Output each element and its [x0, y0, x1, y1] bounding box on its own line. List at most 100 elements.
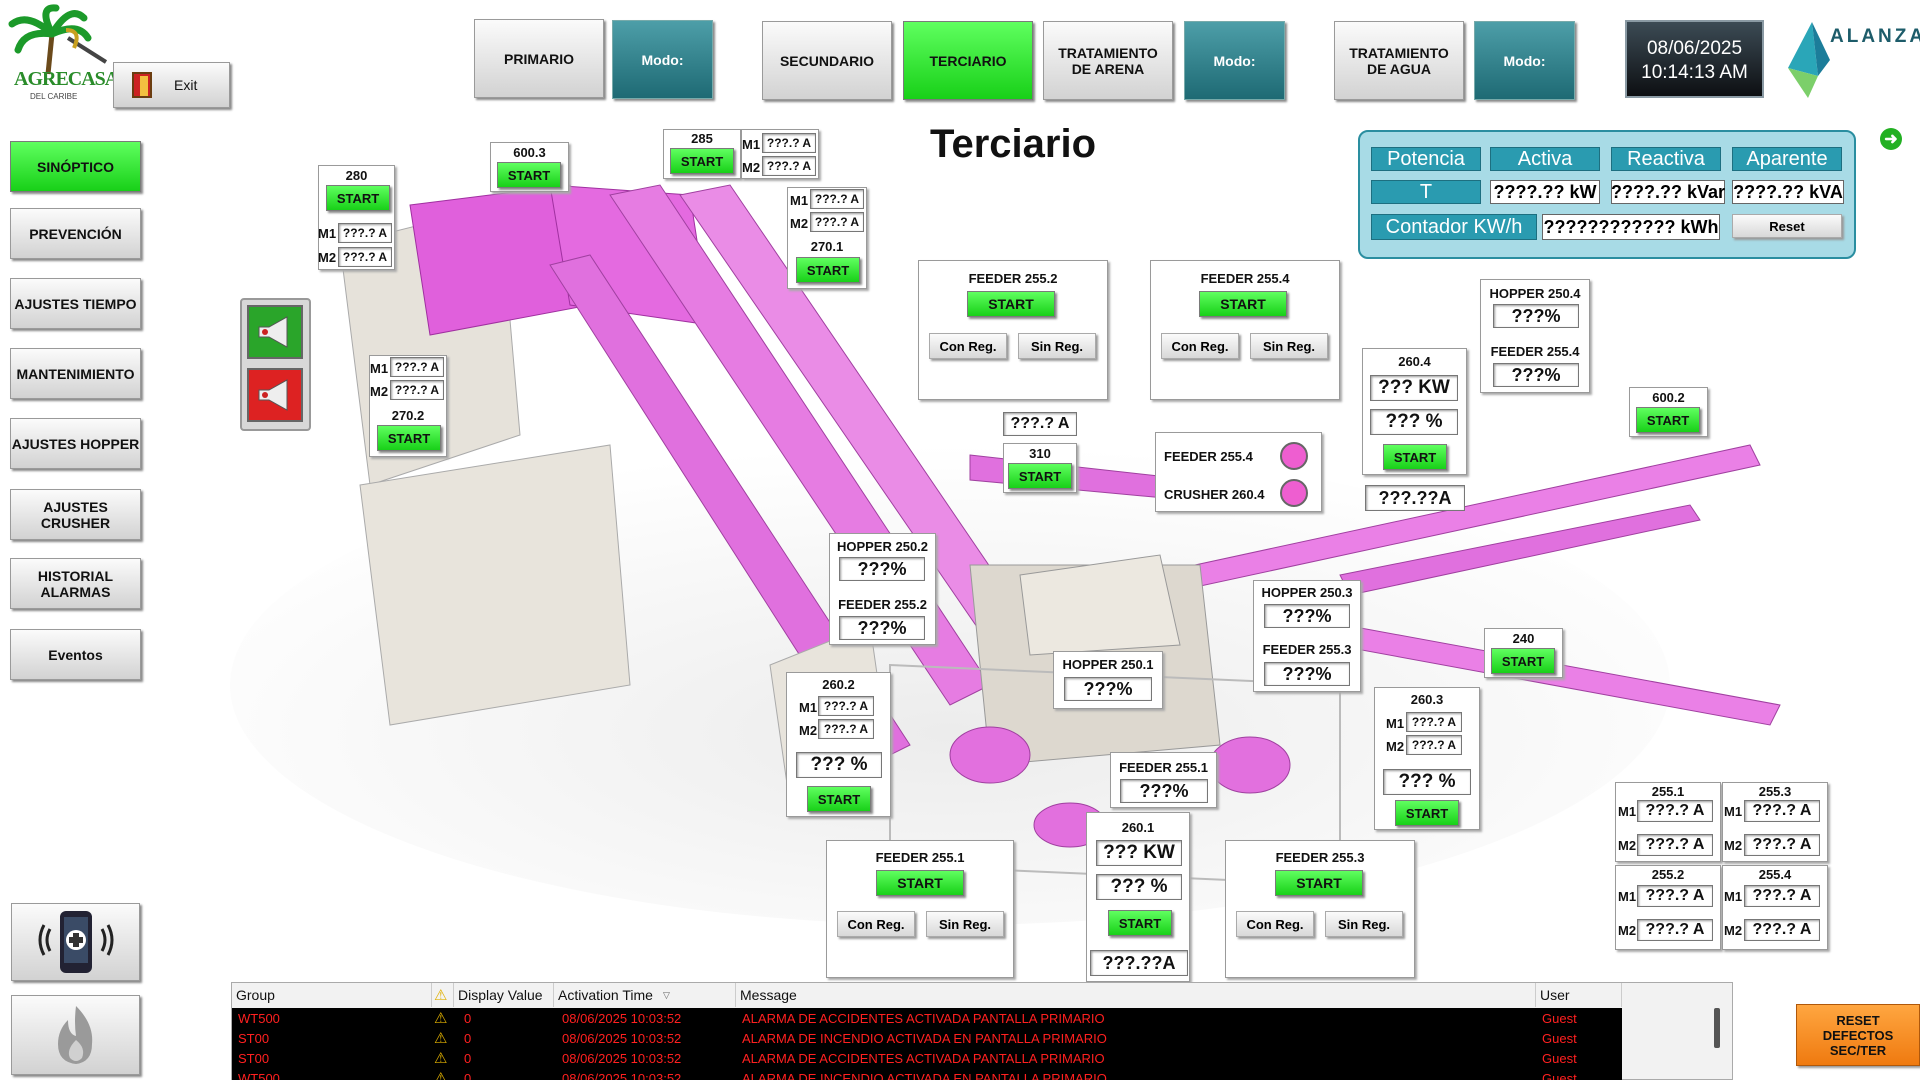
table-row[interactable]: ST00 ⚠ 0 08/06/2025 10:03:52 ALARMA DE I… — [232, 1028, 1622, 1048]
alarm-value: 0 — [464, 1051, 472, 1066]
feeder-2553-bottom-sin-reg-button[interactable]: Sin Reg. — [1325, 911, 1403, 937]
unit-2701-start-button[interactable]: START — [796, 257, 860, 283]
unit-285-start-button[interactable]: START — [670, 148, 734, 174]
feeder-2554-top-panel — [1150, 260, 1340, 400]
unit-280-label: 280 — [345, 168, 368, 183]
nav-arena-button[interactable]: TRATAMIENTO DE ARENA — [1043, 21, 1173, 100]
unit-280-m1-value: ???.? A — [338, 223, 392, 243]
unit-280-start-button[interactable]: START — [326, 185, 390, 211]
unit-2601-label: 260.1 — [1121, 820, 1155, 835]
sidebar-item-sinoptico[interactable]: SINÓPTICO — [10, 141, 141, 192]
emergency-accident-button[interactable] — [11, 903, 140, 981]
alarm-user: Guest — [1542, 1051, 1577, 1066]
feeder-2554-side-label: FEEDER 255.4 — [1490, 344, 1580, 359]
fire-icon — [57, 1006, 92, 1064]
nav-terciario-button[interactable]: TERCIARIO — [903, 21, 1033, 100]
alarm-value: 0 — [464, 1071, 472, 1080]
nav-primario-button[interactable]: PRIMARIO — [474, 19, 604, 98]
alarm-time: 08/06/2025 10:03:52 — [562, 1031, 682, 1046]
unit-280-m1-label: M1 — [318, 226, 337, 241]
unit-2603-label: 260.3 — [1410, 692, 1444, 707]
alarm-col-activation-time[interactable]: Activation Time ▽ — [554, 983, 736, 1007]
unit-6003-start-button[interactable]: START — [497, 162, 561, 188]
alarm-group: WT500 — [238, 1071, 280, 1080]
alarm-group: WT500 — [238, 1011, 280, 1026]
door-icon — [132, 72, 152, 98]
feeder-2553-bottom-start-button[interactable]: START — [1275, 870, 1363, 896]
emergency-fire-button[interactable] — [11, 995, 140, 1075]
alarm-time: 08/06/2025 10:03:52 — [562, 1011, 682, 1026]
motor-2551-m1-value: ???.? A — [1637, 800, 1713, 822]
alarm-col-user[interactable]: User — [1536, 983, 1622, 1007]
sidebar-item-eventos[interactable]: Eventos — [10, 629, 141, 680]
feeder-2554-side-value: ???% — [1493, 363, 1579, 387]
unit-2702-m2-value: ???.? A — [390, 380, 444, 400]
exit-button[interactable]: Exit — [113, 62, 230, 108]
next-arrow-icon[interactable]: ➜ — [1880, 128, 1902, 150]
alarm-message: ALARMA DE INCENDIO ACTIVADA EN PANTALLA … — [742, 1071, 1107, 1080]
nav-arena-mode-button[interactable]: Modo: — [1184, 21, 1285, 100]
feeder-2551-bottom-sin-reg-button[interactable]: Sin Reg. — [926, 911, 1004, 937]
warning-icon: ⚠ — [434, 1030, 448, 1047]
unit-310-start-button[interactable]: START — [1008, 463, 1072, 489]
feeder-2554-top-label: FEEDER 255.4 — [1200, 271, 1290, 286]
unit-285-m1-label: M1 — [742, 137, 761, 152]
sidebar-item-ajustes-crusher[interactable]: AJUSTES CRUSHER — [10, 489, 141, 540]
motor-2554-m1-value: ???.? A — [1744, 885, 1820, 907]
sidebar-item-historial-alarmas[interactable]: HISTORIAL ALARMAS — [10, 558, 141, 609]
nav-primario-mode-button[interactable]: Modo: — [612, 20, 713, 99]
hopper-2504-value: ???% — [1493, 304, 1579, 328]
feeder-2554-top-con-reg-button[interactable]: Con Reg. — [1161, 333, 1239, 359]
sidebar-item-ajustes-hopper[interactable]: AJUSTES HOPPER — [10, 418, 141, 469]
feeder-2552-top-start-button[interactable]: START — [967, 291, 1055, 317]
indicator-crusher-label: CRUSHER 260.4 — [1164, 487, 1265, 502]
unit-2603-start-button[interactable]: START — [1395, 800, 1459, 826]
counter-reset-button[interactable]: Reset — [1732, 214, 1842, 238]
unit-280-m2-value: ???.? A — [338, 247, 392, 267]
exit-label: Exit — [174, 77, 198, 93]
alarm-scrollbar[interactable] — [1714, 1008, 1720, 1048]
nav-agua-button[interactable]: TRATAMIENTO DE AGUA — [1334, 21, 1464, 100]
alarm-col-icon[interactable]: ⚠ — [432, 983, 454, 1007]
feeder-2551-bottom-start-button[interactable]: START — [876, 870, 964, 896]
alarm-value: 0 — [464, 1031, 472, 1046]
horn-green-button[interactable] — [247, 305, 303, 359]
sidebar-item-mantenimiento[interactable]: MANTENIMIENTO — [10, 348, 141, 399]
feeder-2554-top-start-button[interactable]: START — [1199, 291, 1287, 317]
indicator-feeder-lamp — [1280, 442, 1308, 470]
unit-2702-m2-label: M2 — [370, 384, 389, 399]
alarm-col-group[interactable]: Group — [232, 983, 432, 1007]
unit-2702-start-button[interactable]: START — [377, 425, 441, 451]
unit-2602-label: 260.2 — [822, 677, 855, 692]
table-row[interactable]: WT500 ⚠ 0 08/06/2025 10:03:52 ALARMA DE … — [232, 1068, 1622, 1080]
counter-value: ???????????? kWh — [1542, 214, 1720, 240]
feeder-2552-top-sin-reg-button[interactable]: Sin Reg. — [1018, 333, 1096, 359]
sidebar-item-prevencion[interactable]: PREVENCIÓN — [10, 208, 141, 259]
logo-text: AGRECASA — [14, 68, 119, 90]
nav-secundario-button[interactable]: SECUNDARIO — [762, 21, 892, 100]
unit-2701-m1-value: ???.? A — [810, 189, 864, 209]
unit-2604-kw-value: ??? KW — [1370, 375, 1458, 401]
unit-2604-start-button[interactable]: START — [1383, 444, 1447, 470]
feeder-2552-top-con-reg-button[interactable]: Con Reg. — [929, 333, 1007, 359]
unit-2601-start-button[interactable]: START — [1108, 910, 1172, 936]
brand-logo: ALANZA — [1778, 20, 1920, 104]
alarm-col-message[interactable]: Message — [736, 983, 1536, 1007]
feeder-2551-bottom-con-reg-button[interactable]: Con Reg. — [837, 911, 915, 937]
horn-red-button[interactable] — [247, 368, 303, 422]
sidebar-item-ajustes-tiempo[interactable]: AJUSTES TIEMPO — [10, 278, 141, 329]
nav-agua-mode-button[interactable]: Modo: — [1474, 21, 1575, 100]
motor-2551-m2-label: M2 — [1618, 838, 1637, 853]
unit-6002-start-button[interactable]: START — [1636, 407, 1700, 433]
alarm-time: 08/06/2025 10:03:52 — [562, 1051, 682, 1066]
hopper-2501-value: ???% — [1064, 677, 1152, 701]
table-row[interactable]: WT500 ⚠ 0 08/06/2025 10:03:52 ALARMA DE … — [232, 1008, 1622, 1028]
table-row[interactable]: ST00 ⚠ 0 08/06/2025 10:03:52 ALARMA DE A… — [232, 1048, 1622, 1068]
reset-defects-button[interactable]: RESET DEFECTOS SEC/TER — [1796, 1004, 1920, 1066]
unit-2602-start-button[interactable]: START — [807, 786, 871, 812]
alarm-col-display-value[interactable]: Display Value — [454, 983, 554, 1007]
unit-240-start-button[interactable]: START — [1491, 648, 1555, 674]
feeder-2553-bottom-con-reg-button[interactable]: Con Reg. — [1236, 911, 1314, 937]
unit-2602-m1-label: M1 — [799, 700, 818, 715]
feeder-2554-top-sin-reg-button[interactable]: Sin Reg. — [1250, 333, 1328, 359]
